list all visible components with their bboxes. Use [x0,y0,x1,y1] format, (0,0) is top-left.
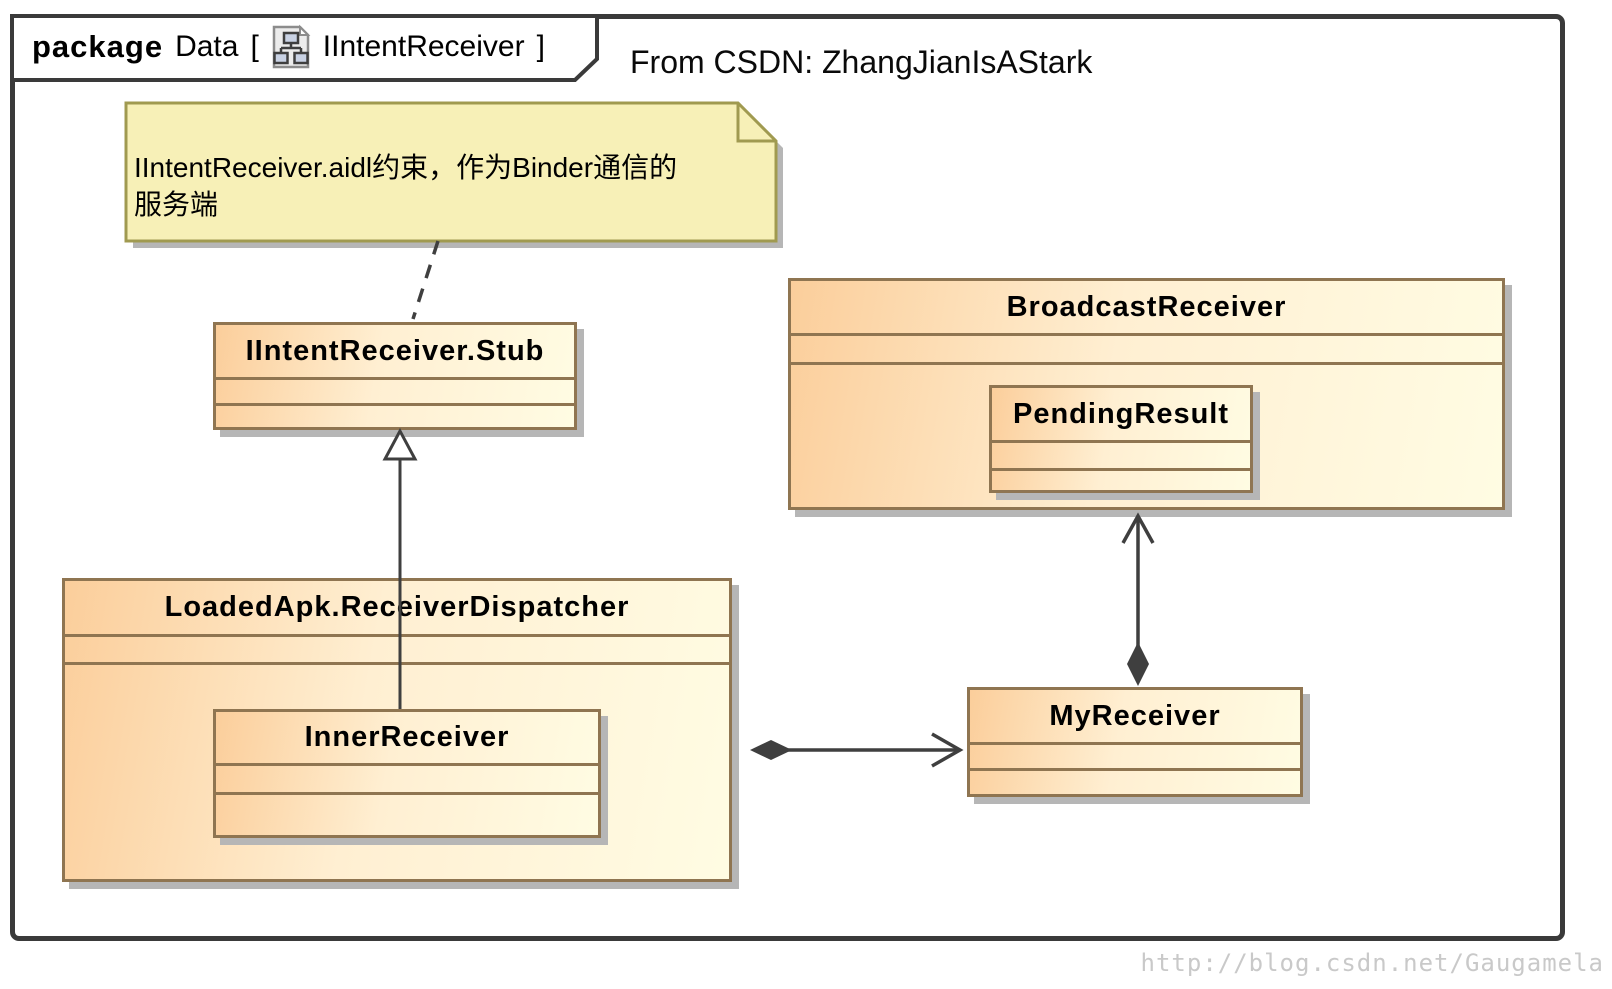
attributes-compartment [992,443,1250,471]
class-title: IIntentReceiver.Stub [216,325,574,380]
attributes-compartment [65,637,729,665]
note-text-line-2: 服务端 [134,189,219,220]
watermark: http://blog.csdn.net/Gaugamela [1140,949,1604,977]
note-body [124,101,778,243]
package-tab: package Data [ IIntentReceiver ] [32,21,545,73]
class-title: InnerReceiver [216,712,598,766]
class-iintentreceiver-stub: IIntentReceiver.Stub [213,322,577,430]
note-text: IIntentReceiver.aidl约束，作为Binder通信的 服务端 [134,149,774,223]
package-keyword: package [32,29,164,64]
note-text-line-1: IIntentReceiver.aidl约束，作为Binder通信的 [134,152,678,183]
diagram-name: IIntentReceiver [322,30,525,63]
operations-compartment [992,471,1250,490]
operations-compartment [216,795,598,835]
uml-note: IIntentReceiver.aidl约束，作为Binder通信的 服务端 [124,101,786,253]
class-title: BroadcastReceiver [791,281,1502,336]
operations-compartment [216,406,574,427]
class-myreceiver: MyReceiver [967,687,1303,797]
attributes-compartment [970,745,1300,771]
class-diagram-icon [272,24,311,69]
attributes-compartment [216,766,598,795]
operations-compartment [970,771,1300,794]
class-pendingresult: PendingResult [989,385,1253,493]
class-innerreceiver: InnerReceiver [213,709,601,838]
class-title: LoadedApk.ReceiverDispatcher [65,581,729,637]
attributes-compartment [791,336,1502,365]
bracket-open: [ [250,30,259,63]
note-shape [124,101,783,248]
source-caption: From CSDN: ZhangJianIsAStark [630,44,1093,80]
class-title: MyReceiver [970,690,1300,745]
class-title: PendingResult [992,388,1250,443]
bracket-close: ] [536,30,545,63]
note-dogear-fold [736,103,776,143]
attributes-compartment [216,380,574,406]
package-name: Data [175,30,239,63]
